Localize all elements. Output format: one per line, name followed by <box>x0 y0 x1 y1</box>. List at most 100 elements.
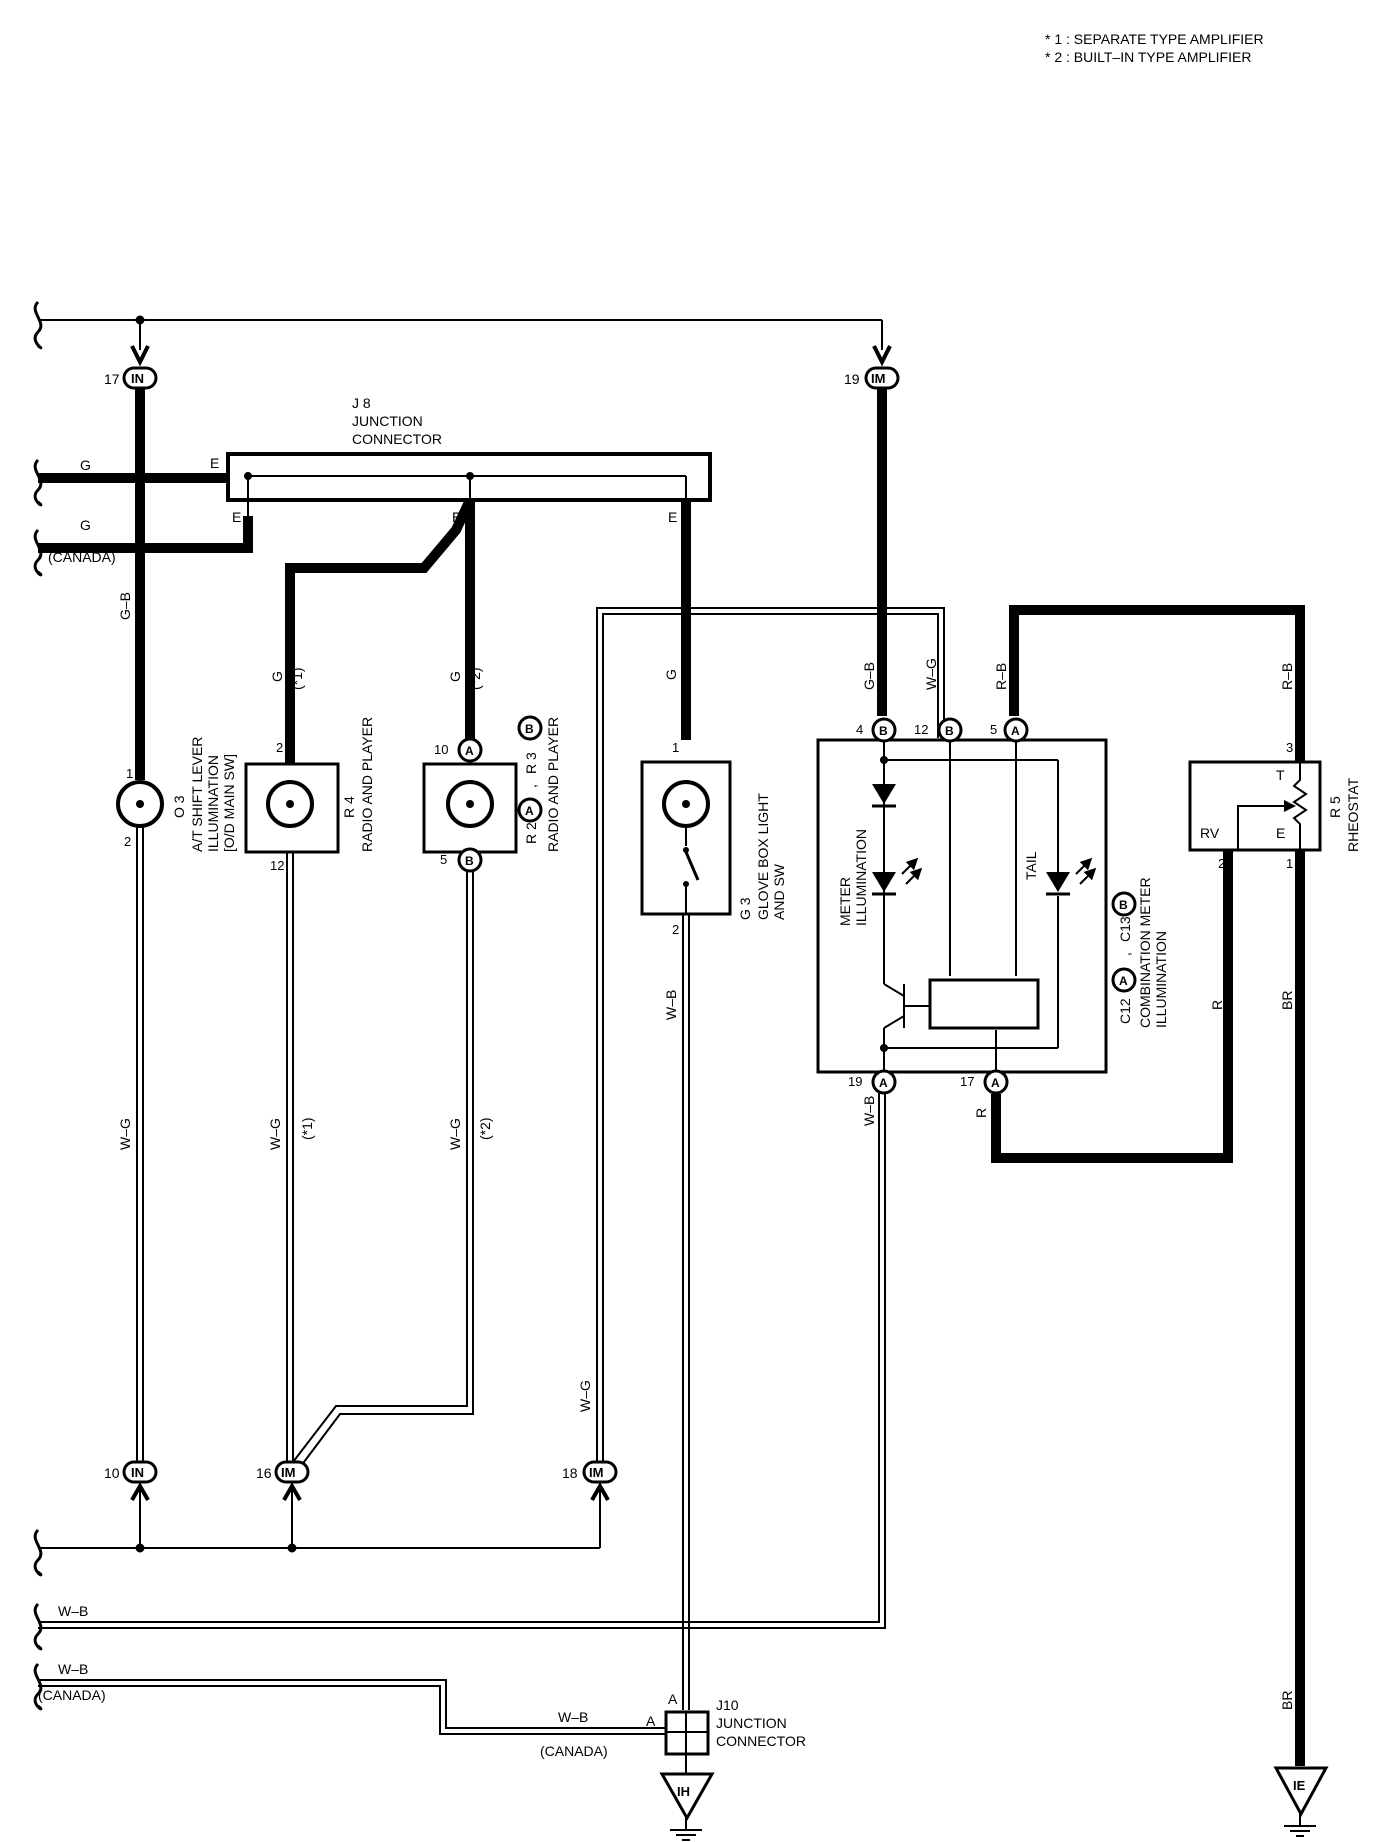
wire-label-star2-bot: (*2) <box>477 1117 493 1140</box>
wire-label-star1-bot: (*1) <box>299 1117 315 1140</box>
svg-text:RADIO AND PLAYER: RADIO AND PLAYER <box>545 717 561 852</box>
wg-wires <box>38 607 945 1735</box>
top-bus <box>33 300 892 367</box>
connector-im-bot1: 16 IM <box>256 1460 310 1484</box>
junction-j10: A A J10 JUNCTION CONNECTOR <box>646 1691 806 1756</box>
svg-text:J10: J10 <box>716 1697 739 1713</box>
wire-label-g-g3: G <box>663 669 679 680</box>
svg-text:,: , <box>523 784 539 788</box>
wire-label-star2-top: (*2) <box>467 667 483 690</box>
wire-label-wg-5: W–G <box>923 658 939 690</box>
wire-label-wg-1: W–G <box>117 1118 133 1150</box>
junction-j8: J 8 JUNCTION CONNECTOR E E E E <box>210 395 712 525</box>
svg-text:2: 2 <box>276 740 283 755</box>
svg-text:J 8: J 8 <box>352 395 371 411</box>
svg-text:E: E <box>1276 825 1285 841</box>
wire-label-g-r23: G <box>447 671 463 682</box>
svg-text:1: 1 <box>672 740 679 755</box>
wires-g-input <box>33 458 253 577</box>
svg-text:5: 5 <box>990 722 997 737</box>
svg-text:IE: IE <box>1293 1778 1306 1793</box>
svg-text:A/T SHIFT LEVER: A/T SHIFT LEVER <box>189 737 205 852</box>
svg-text:C12: C12 <box>1117 998 1133 1024</box>
svg-text:A: A <box>1119 974 1128 988</box>
svg-text:IM: IM <box>871 371 885 386</box>
meter-bottom-wires <box>991 850 1233 1163</box>
wire-label-canada-2: (CANADA) <box>38 1687 106 1703</box>
wire-label-canada-3: (CANADA) <box>540 1743 608 1759</box>
svg-text:4: 4 <box>856 722 863 737</box>
radio-g-wires <box>285 497 691 770</box>
svg-text:2: 2 <box>124 834 131 849</box>
wire-label-r-2: R <box>1209 1000 1225 1010</box>
svg-text:C13: C13 <box>1117 916 1133 942</box>
svg-text:19: 19 <box>848 1074 862 1089</box>
meter-wires <box>877 388 1305 762</box>
svg-text:CONNECTOR: CONNECTOR <box>716 1733 806 1749</box>
svg-text:18: 18 <box>562 1465 578 1481</box>
svg-text:17: 17 <box>104 371 120 387</box>
wire-label-wb-5: W–B <box>861 1096 877 1126</box>
svg-text:12: 12 <box>914 722 928 737</box>
svg-text:5: 5 <box>440 852 447 867</box>
wire-label-star1-top: (*1) <box>289 667 305 690</box>
wire-label-wg-3: W–G <box>447 1118 463 1150</box>
bottom-bus <box>33 1481 610 1711</box>
svg-text:JUNCTION: JUNCTION <box>352 413 423 429</box>
svg-text:IN: IN <box>131 1465 144 1480</box>
svg-text:2: 2 <box>1218 856 1225 871</box>
svg-text:2: 2 <box>672 922 679 937</box>
wire-label-wb-2: W–B <box>58 1603 88 1619</box>
svg-text:R 4: R 4 <box>341 796 357 818</box>
wire-label-rb-2: R–B <box>1279 663 1295 690</box>
svg-text:[O/D MAIN SW]: [O/D MAIN SW] <box>221 754 237 852</box>
svg-text:A: A <box>991 1076 1000 1090</box>
wire-label-wb-3: W–B <box>58 1661 88 1677</box>
wire-label-wb-4: W–B <box>558 1709 588 1725</box>
wire-label-gb-1: G–B <box>117 592 133 620</box>
svg-text:A: A <box>465 744 474 758</box>
svg-text:AND SW: AND SW <box>771 863 787 920</box>
wire-label-wb-1: W–B <box>663 990 679 1020</box>
wire-label-g-r4: G <box>269 671 285 682</box>
svg-text:JUNCTION: JUNCTION <box>716 1715 787 1731</box>
wire-label-canada-1: (CANADA) <box>48 549 116 565</box>
wire-label-g-2: G <box>80 517 91 533</box>
rheostat-r5: 3 T RV E 2 1 R 5 RHEOSTAT <box>1188 740 1361 871</box>
svg-text:12: 12 <box>270 858 284 873</box>
svg-text:A: A <box>525 804 534 818</box>
svg-text:B: B <box>945 724 954 738</box>
svg-text:CONNECTOR: CONNECTOR <box>352 431 442 447</box>
o3-bulb: 1 2 O 3 A/T SHIFT LEVER ILLUMINATION [O/… <box>116 737 237 852</box>
svg-text:ILLUMINATION: ILLUMINATION <box>205 755 221 852</box>
svg-text:R 2: R 2 <box>523 822 539 844</box>
svg-text:A: A <box>668 1691 678 1707</box>
svg-text:E: E <box>668 509 677 525</box>
wire-label-br-2: BR <box>1279 1691 1295 1710</box>
r23-radio: 10 A 5 B R 2 A , R 3 B RADIO AND PLAYER <box>422 715 561 873</box>
svg-text:COMBINATION METER: COMBINATION METER <box>1137 877 1153 1028</box>
svg-text:R 5: R 5 <box>1327 796 1343 818</box>
svg-text:A: A <box>879 1076 888 1090</box>
svg-text:IH: IH <box>677 1784 690 1799</box>
svg-text:B: B <box>1119 898 1128 912</box>
svg-text:GLOVE BOX LIGHT: GLOVE BOX LIGHT <box>755 793 771 920</box>
svg-text:B: B <box>525 722 534 736</box>
svg-text:METER: METER <box>837 877 853 926</box>
g3-glove-box: 1 2 G 3 GLOVE BOX LIGHT AND SW <box>640 740 787 937</box>
svg-text:B: B <box>879 724 888 738</box>
svg-text:B: B <box>465 854 474 868</box>
svg-text:R 3: R 3 <box>523 752 539 774</box>
svg-text:17: 17 <box>960 1074 974 1089</box>
combination-meter: 4 B 12 B 5 A <box>816 717 1169 1095</box>
svg-text:1: 1 <box>126 766 133 781</box>
svg-text:RADIO AND PLAYER: RADIO AND PLAYER <box>359 717 375 852</box>
wire-label-wg-4: W–G <box>577 1380 593 1412</box>
notes: * 1 : SEPARATE TYPE AMPLIFIER * 2 : BUIL… <box>1045 31 1264 65</box>
wire-label-gb-2: G–B <box>861 662 877 690</box>
svg-text:T: T <box>1276 767 1285 783</box>
svg-text:16: 16 <box>256 1465 272 1481</box>
svg-text:3: 3 <box>1286 740 1293 755</box>
svg-text:ILLUMINATION: ILLUMINATION <box>1153 931 1169 1028</box>
